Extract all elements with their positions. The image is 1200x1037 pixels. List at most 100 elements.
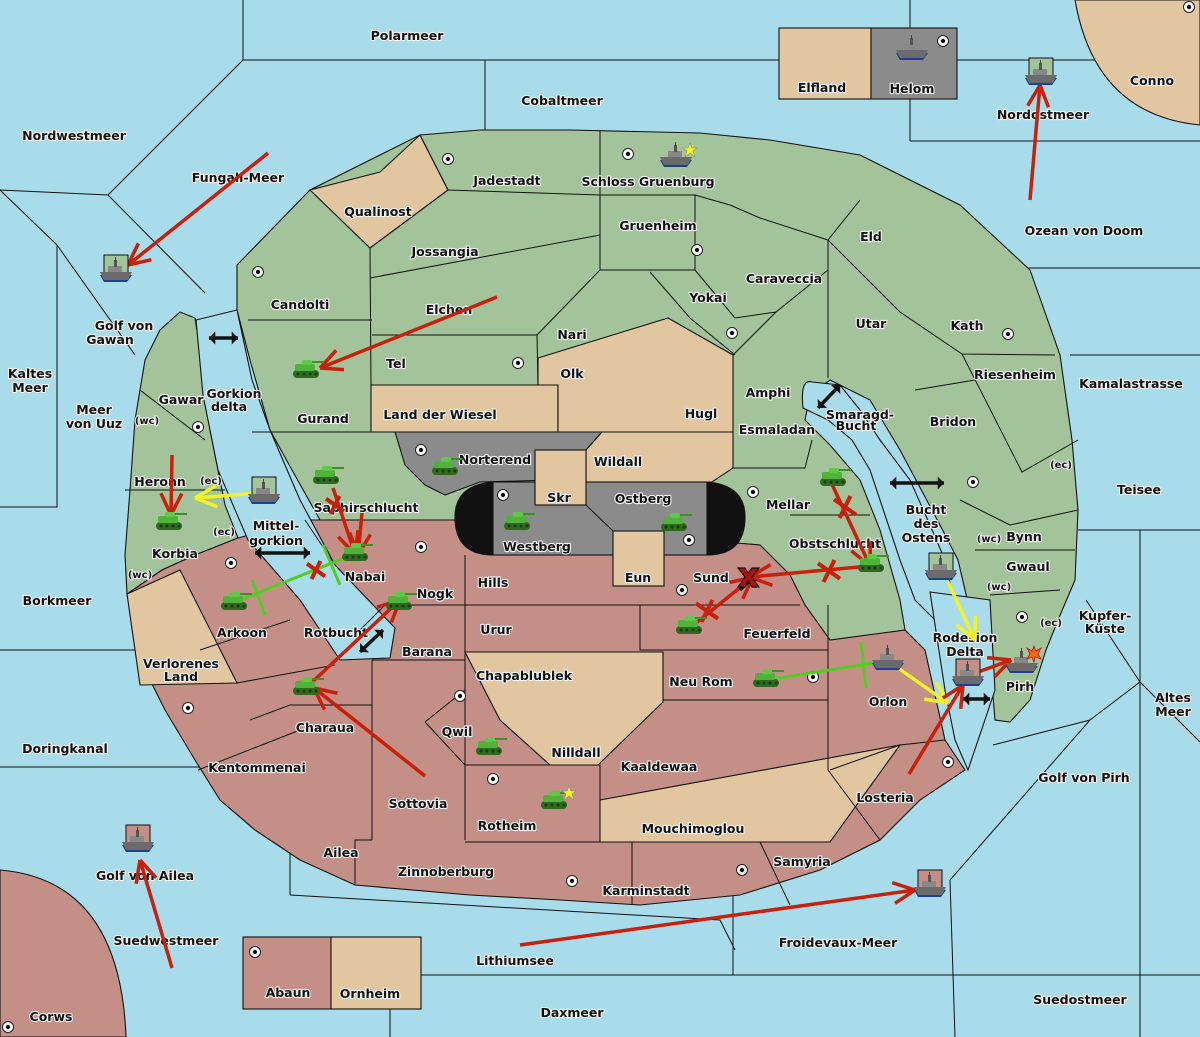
province-label: Olk bbox=[560, 366, 584, 381]
supply-center-icon bbox=[691, 244, 703, 256]
arrowhead bbox=[169, 492, 184, 516]
adjacency-arrowhead bbox=[831, 385, 841, 394]
province-label: Qwil bbox=[442, 724, 473, 739]
arrowhead bbox=[159, 492, 173, 516]
province-label: Yokai bbox=[688, 290, 727, 305]
arrowhead bbox=[891, 880, 916, 892]
province-label: Land der Wiesel bbox=[383, 407, 496, 422]
province-label: Mouchimoglou bbox=[642, 821, 745, 836]
convoy-line bbox=[239, 553, 353, 602]
fleet-unit[interactable] bbox=[1024, 57, 1058, 86]
coast-label: (wc) bbox=[128, 570, 152, 581]
supply-center-icon bbox=[967, 476, 979, 488]
support-arrow bbox=[194, 491, 259, 500]
province-label: Westberg bbox=[503, 539, 571, 554]
province-label: Ozean von Doom bbox=[1025, 223, 1144, 238]
supply-center-icon bbox=[442, 153, 454, 165]
fleet-unit[interactable] bbox=[121, 824, 155, 853]
province-label: Pirh bbox=[1006, 679, 1035, 694]
move-arrow bbox=[828, 479, 872, 567]
fleet-unit[interactable] bbox=[951, 658, 985, 687]
adjacency-arrowhead bbox=[360, 643, 369, 653]
province-label: Ostberg bbox=[615, 491, 672, 506]
failed-x-icon bbox=[736, 567, 761, 588]
support-arrow bbox=[946, 581, 977, 641]
province-label: Smaragd- bbox=[826, 407, 894, 422]
province-label: delta bbox=[211, 399, 247, 414]
province-label: Doringkanal bbox=[22, 741, 108, 756]
region-gorkion-delta[interactable] bbox=[195, 309, 396, 661]
province-label: Arkoon bbox=[217, 625, 267, 640]
east-wall bbox=[706, 481, 746, 556]
region-eun[interactable] bbox=[612, 530, 665, 587]
fleet-unit[interactable] bbox=[99, 254, 133, 283]
province-label: Abaun bbox=[266, 985, 311, 1000]
region-conno[interactable] bbox=[1074, 0, 1200, 126]
province-label: Karminstadt bbox=[602, 883, 689, 898]
province-label: Gawar bbox=[159, 392, 205, 407]
adjacency-arrowhead bbox=[255, 546, 262, 560]
arrowhead bbox=[955, 623, 977, 642]
adjacency-arrowhead bbox=[303, 546, 310, 560]
fleet-unit[interactable] bbox=[247, 476, 281, 505]
fleet-unit[interactable] bbox=[924, 552, 958, 581]
province-borders-red bbox=[197, 519, 946, 906]
province-label: Nabai bbox=[345, 569, 386, 584]
province-label: Neu Rom bbox=[669, 674, 732, 689]
province-label: Meer bbox=[12, 380, 48, 395]
province-label: Charaua bbox=[296, 720, 354, 735]
region-olk-hugl[interactable] bbox=[537, 317, 734, 433]
province-label: Riesenheim bbox=[974, 367, 1056, 382]
supply-center-icon bbox=[566, 875, 578, 887]
arrowhead bbox=[993, 658, 1013, 679]
supply-center-icon bbox=[1016, 611, 1028, 623]
province-label: Daxmeer bbox=[540, 1005, 604, 1020]
province-label: Hugl bbox=[685, 406, 718, 421]
province-label: Nordostmeer bbox=[997, 107, 1090, 122]
province-label: Sottovia bbox=[389, 796, 448, 811]
region-ornheim[interactable] bbox=[330, 936, 422, 1010]
supply-center-icon bbox=[683, 534, 695, 546]
fleet-unit[interactable] bbox=[913, 869, 947, 898]
province-label: Obstschlucht bbox=[789, 536, 881, 551]
province-label: Ostens bbox=[902, 530, 951, 545]
supply-center-icon bbox=[497, 489, 509, 501]
province-label: Nilldall bbox=[551, 745, 600, 760]
move-arrow bbox=[305, 598, 402, 689]
region-corws[interactable] bbox=[0, 869, 127, 1037]
arrowhead bbox=[941, 683, 964, 700]
province-label: Bridon bbox=[930, 414, 976, 429]
province-label: Urur bbox=[480, 622, 512, 637]
fleet-unit[interactable] bbox=[1005, 644, 1042, 674]
supply-center-icon bbox=[937, 35, 949, 47]
failed-order-mark bbox=[821, 559, 837, 583]
province-label: Delta bbox=[946, 644, 984, 659]
region-skr[interactable] bbox=[534, 449, 587, 506]
province-label: Candolti bbox=[271, 297, 330, 312]
province-label: Meer bbox=[76, 402, 112, 417]
coast-label: (ec) bbox=[1050, 460, 1072, 471]
province-label: Kupfer- bbox=[1079, 608, 1132, 623]
province-label: Amphi bbox=[746, 385, 791, 400]
region-smaragd-bucht[interactable] bbox=[801, 380, 959, 626]
province-label: Orlon bbox=[869, 694, 908, 709]
supply-center-icon bbox=[1183, 1, 1195, 13]
province-label: Golf von Pirh bbox=[1038, 770, 1129, 785]
province-label: Borkmeer bbox=[23, 593, 93, 608]
failed-order-mark bbox=[837, 495, 853, 519]
province-label: Nari bbox=[557, 327, 586, 342]
province-label: Froidevaux-Meer bbox=[779, 935, 898, 950]
move-arrow bbox=[519, 888, 916, 947]
province-label: des bbox=[914, 516, 939, 531]
province-label: Jossangia bbox=[410, 244, 478, 259]
move-arrow bbox=[138, 859, 174, 969]
convoy-marker bbox=[250, 579, 267, 616]
province-label: Schloss Gruenburg bbox=[581, 174, 714, 189]
province-label: Suedostmeer bbox=[1033, 992, 1127, 1007]
supply-center-icon bbox=[182, 702, 194, 714]
adjacency-arrowhead bbox=[963, 692, 970, 706]
province-label: Kamalastrasse bbox=[1079, 376, 1183, 391]
province-label: Elfland bbox=[798, 80, 846, 95]
